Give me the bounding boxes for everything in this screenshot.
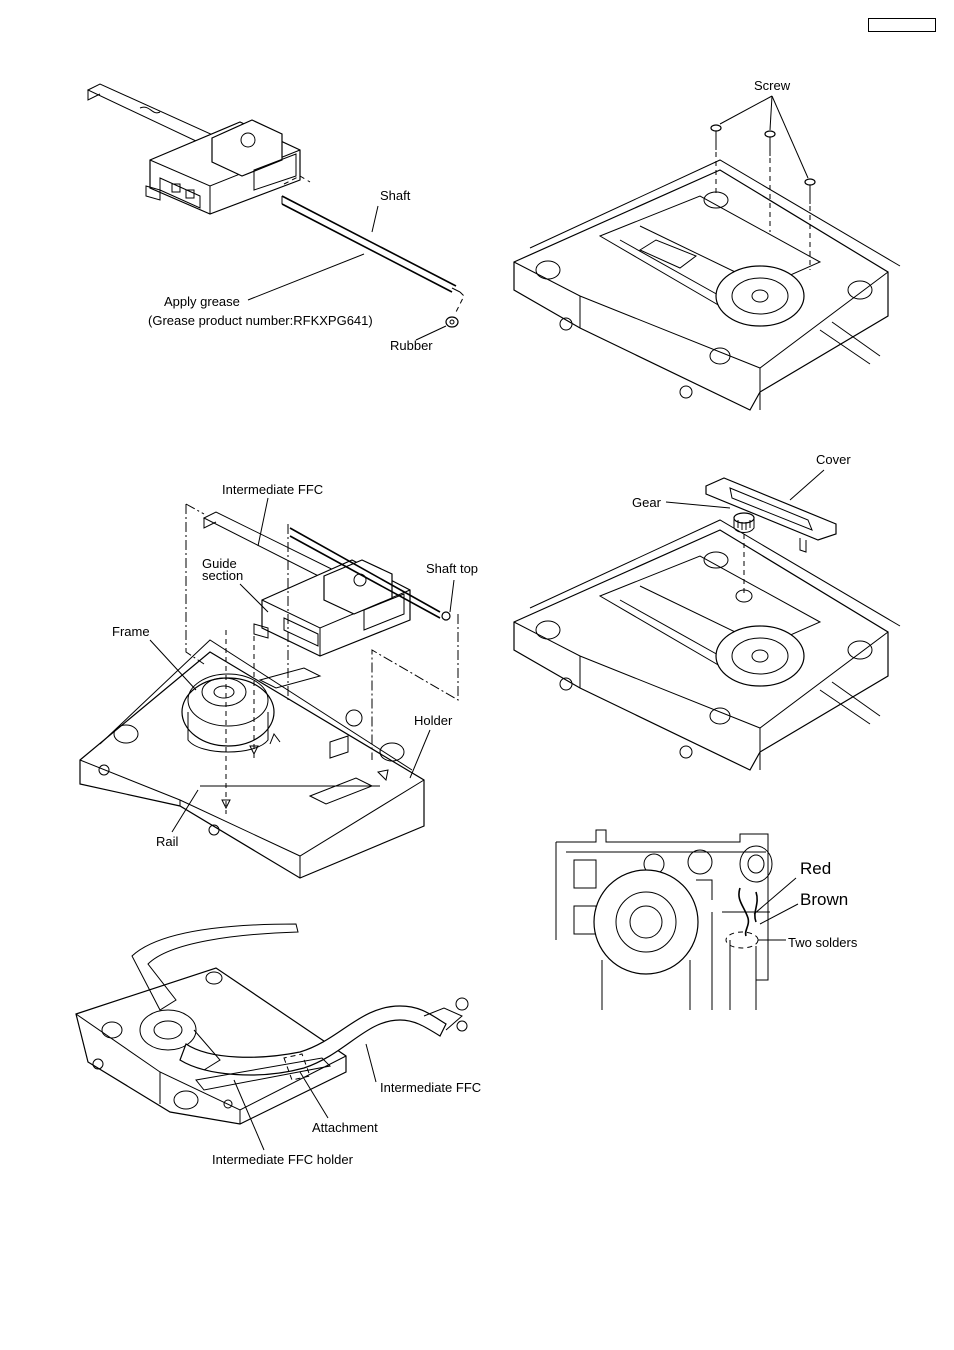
label-red: Red — [800, 859, 831, 878]
label-section: section — [202, 568, 243, 583]
ffc-routing-figure — [76, 924, 468, 1150]
cover-gear-figure — [514, 470, 900, 770]
label-apply-grease: Apply grease — [164, 294, 240, 309]
label-intermediate-ffc-holder: Intermediate FFC holder — [212, 1152, 353, 1167]
label-screw: Screw — [754, 78, 790, 93]
label-holder: Holder — [414, 713, 452, 728]
label-gear: Gear — [632, 495, 661, 510]
label-frame: Frame — [112, 624, 150, 639]
label-shaft-top: Shaft top — [426, 561, 478, 576]
label-cover: Cover — [816, 452, 851, 467]
label-grease-number: (Grease product number:RFKXPG641) — [148, 313, 373, 328]
label-shaft: Shaft — [380, 188, 410, 203]
label-rail: Rail — [156, 834, 178, 849]
label-attachment: Attachment — [312, 1120, 378, 1135]
label-rubber: Rubber — [390, 338, 433, 353]
label-two-solders: Two solders — [788, 935, 857, 950]
label-intermediate-ffc-top: Intermediate FFC — [222, 482, 323, 497]
label-brown: Brown — [800, 890, 848, 909]
base-screws-figure — [514, 96, 900, 410]
pickup-frame-figure — [80, 498, 458, 878]
label-intermediate-ffc-bottom: Intermediate FFC — [380, 1080, 481, 1095]
solder-detail-figure — [556, 830, 798, 1010]
pickup-shaft-figure — [88, 84, 464, 340]
